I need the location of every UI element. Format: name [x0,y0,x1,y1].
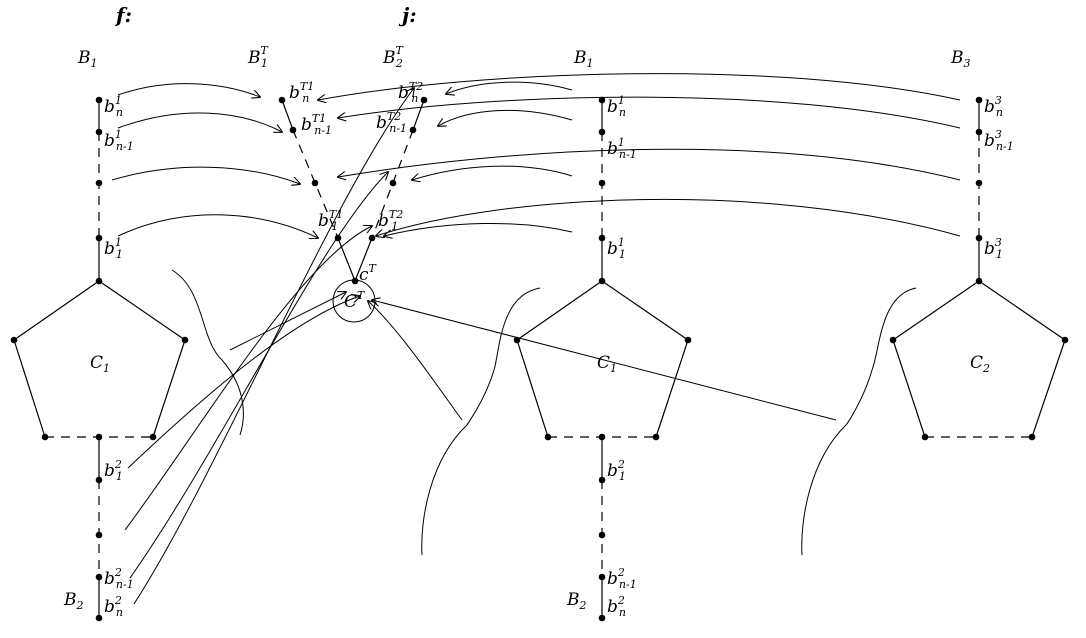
label-C1-middle: C1 [597,353,617,375]
middle-structure [513,96,692,622]
arrows-middle-to-bt2 [384,81,573,236]
arrows-b2-to-bt2 [124,88,414,605]
label-B1-left: B1 [77,48,98,70]
left-structure [10,96,189,622]
arrows-into-ct [368,300,837,421]
label-CT: CT [344,289,366,312]
wavy-separators [171,269,917,556]
arrows-right-to-center [318,73,961,236]
right-structure [889,96,1069,441]
label-B1-middle: B1 [573,48,594,70]
label-B2-left: B2 [63,590,84,612]
label-cT: cT [359,262,378,285]
header-j: j: [398,3,417,27]
center-structure [278,96,428,323]
arrows-left-to-bt1 [111,83,318,238]
label-C1-left: C1 [90,353,110,375]
label-B2-middle: B2 [566,590,587,612]
label-B3: B3 [950,48,971,70]
label-C2: C2 [970,353,990,375]
header-f: f: [114,3,132,27]
